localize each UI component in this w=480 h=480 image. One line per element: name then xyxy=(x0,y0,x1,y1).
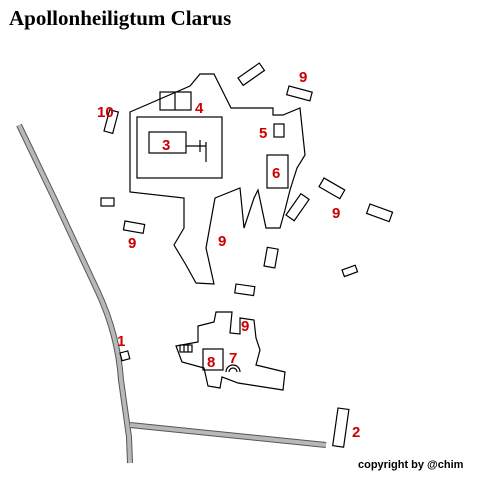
label-3: 3 xyxy=(162,137,170,154)
building-8 xyxy=(202,348,224,371)
building-5 xyxy=(273,123,285,138)
block-s-1 xyxy=(234,283,256,297)
block-ne-2 xyxy=(285,85,313,102)
complex-stairs xyxy=(179,344,193,353)
label-8: 8 xyxy=(207,354,215,371)
block-ne-1 xyxy=(237,62,266,87)
temple-altar-line xyxy=(186,140,207,162)
label-10: 10 xyxy=(97,104,114,121)
building-6 xyxy=(266,154,289,189)
building-2 xyxy=(332,407,350,448)
building-7-exedra xyxy=(225,364,241,373)
label-9-center: 9 xyxy=(218,233,226,250)
block-e-3 xyxy=(285,192,310,222)
label-9-south: 9 xyxy=(241,318,249,335)
block-10 xyxy=(103,109,120,135)
block-e-4 xyxy=(263,246,279,269)
label-9-west: 9 xyxy=(128,235,136,252)
label-6: 6 xyxy=(272,165,280,182)
label-9-east: 9 xyxy=(332,205,340,222)
label-9-northeast: 9 xyxy=(299,69,307,86)
road-south-fill xyxy=(129,423,327,447)
block-w-9 xyxy=(122,220,146,235)
road-west xyxy=(16,123,133,464)
label-2: 2 xyxy=(352,424,360,441)
sanctuary-precinct-outline xyxy=(129,73,306,285)
label-5: 5 xyxy=(259,125,267,142)
block-w-small xyxy=(100,197,115,207)
copyright-notice: copyright by @chim xyxy=(358,459,464,471)
label-7: 7 xyxy=(229,350,237,367)
building-1 xyxy=(119,350,131,362)
map-title: Apollonheiligtum Clarus xyxy=(9,6,232,30)
block-e-2 xyxy=(365,203,394,223)
block-e-1 xyxy=(318,177,346,200)
southern-complex-outline xyxy=(175,311,286,391)
temple-cella xyxy=(148,131,187,154)
road-west-fill xyxy=(17,124,132,464)
label-1: 1 xyxy=(117,333,125,350)
block-e-5 xyxy=(341,264,359,278)
label-4: 4 xyxy=(195,100,204,117)
temple-outer xyxy=(136,116,223,179)
road-network xyxy=(16,123,327,464)
map-labels: 1 2 3 4 5 6 7 8 9 9 9 9 9 10 xyxy=(97,69,360,441)
